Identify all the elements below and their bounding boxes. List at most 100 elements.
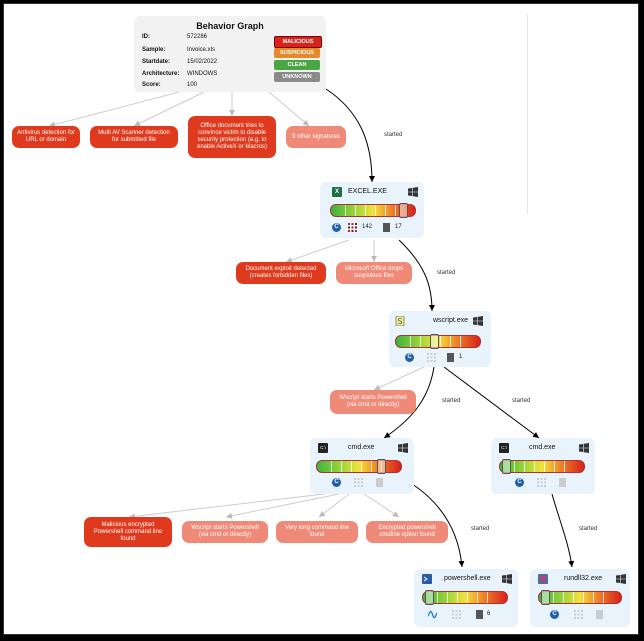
threat-gauge (395, 334, 481, 349)
registry-count: 142 (362, 224, 373, 230)
c-icon: C (332, 478, 341, 487)
file-icon (447, 353, 454, 362)
edge-excel-sig1 (285, 239, 350, 263)
c-icon: C (515, 478, 524, 487)
registry-grid-icon (348, 223, 357, 232)
edge-label: started (471, 526, 490, 532)
svg-text:S: S (397, 317, 402, 326)
file-icon (383, 223, 390, 232)
threat-gauge (538, 590, 622, 605)
process-name: cmd.exe (529, 444, 556, 451)
file-icon (376, 478, 383, 487)
process-name: cmd.exe (348, 444, 375, 451)
edge-cmd1-sig3 (318, 493, 350, 518)
signature-item[interactable]: Document exploit detected (creates forbi… (236, 262, 326, 284)
edge-wscript-cmd2 (443, 366, 540, 439)
divider-line (527, 14, 528, 214)
edge-label: started (384, 132, 403, 138)
dotnet-icon (428, 610, 437, 619)
gauge-thumb (541, 590, 550, 605)
powershell-icon (422, 574, 432, 584)
signature-item[interactable]: Encrypted powershell cmdline option foun… (366, 521, 448, 543)
windows-icon (502, 574, 512, 584)
file-count: 17 (395, 224, 402, 230)
signature-item[interactable]: Very long command line found (276, 521, 358, 543)
signature-item[interactable]: Wscript starts Powershell (via cmd or di… (330, 390, 416, 414)
edge-wscript-cmd1 (383, 366, 435, 439)
summary-row-id: ID:572286 (142, 34, 208, 40)
edge-summary-sig2 (133, 91, 205, 127)
file-count: 1 (459, 354, 463, 360)
summary-title: Behavior Graph (196, 21, 264, 31)
script-icon: S (395, 316, 405, 326)
process-name: EXCEL.EXE (348, 188, 387, 195)
threat-gauge (316, 459, 402, 474)
badge-malicious: MALICIOUS (274, 36, 322, 48)
edge-excel-wscript (398, 239, 435, 312)
edge-summary-excel (325, 88, 375, 183)
file-icon (596, 610, 603, 619)
process-name: powershell.exe (444, 575, 491, 582)
process-node-excel[interactable]: X EXCEL.EXE C 142 17 (320, 182, 424, 238)
file-icon (559, 478, 566, 487)
threat-gauge (330, 203, 416, 218)
signature-item[interactable]: Wscript starts Powershell (via cmd or di… (182, 521, 268, 543)
edge-cmd1-sig2 (225, 493, 340, 519)
rundll-icon (538, 574, 548, 584)
process-name: wscript.exe (433, 317, 469, 324)
edge-label: started (437, 270, 456, 276)
registry-grid-icon (354, 478, 363, 487)
process-node-wscript[interactable]: S wscript.exe C 1 (389, 311, 491, 367)
registry-grid-icon (574, 610, 583, 619)
process-node-powershell[interactable]: powershell.exe 6 (414, 569, 518, 627)
signature-item[interactable]: 9 other signatures (286, 126, 346, 148)
edge-cmd1-sig4 (363, 493, 400, 518)
edge-wscript-sig (373, 366, 425, 391)
process-node-cmd-1[interactable]: C:\ cmd.exe C (310, 438, 414, 494)
cmd-icon: C:\ (499, 443, 509, 453)
file-icon (476, 610, 483, 619)
registry-grid-icon (537, 478, 546, 487)
cmd-icon: C:\ (318, 443, 328, 453)
edge-label: started (579, 526, 598, 532)
edge-cmd1-powershell (408, 481, 465, 568)
windows-icon (616, 574, 626, 584)
gauge-thumb (430, 334, 439, 349)
summary-card: Behavior Graph ID:572286 Sample:Invoice.… (134, 16, 326, 92)
edge-summary-sig1 (48, 91, 180, 128)
process-node-rundll32[interactable]: rundll32.exe C (530, 569, 630, 627)
process-node-cmd-2[interactable]: C:\ cmd.exe C (491, 438, 595, 494)
badge-clean: CLEAN (274, 60, 320, 70)
registry-grid-icon (427, 353, 436, 362)
signature-item[interactable]: Malicious encrypted Powershell command l… (84, 517, 172, 547)
graph-edges (48, 88, 575, 568)
process-name: rundll32.exe (564, 575, 603, 582)
c-icon: C (405, 353, 414, 362)
summary-row-sample: Sample:Invoice.xls (142, 47, 216, 53)
edge-label: started (442, 398, 461, 404)
summary-row-architecture: Architecture:WINDOWS (142, 71, 218, 77)
edge-cmd1-sig1 (128, 493, 325, 520)
edge-summary-sig4 (268, 91, 310, 127)
signature-item[interactable]: Multi AV Scanner detection for submitted… (90, 126, 178, 148)
registry-grid-icon (452, 610, 461, 619)
threat-gauge (499, 459, 585, 474)
summary-row-score: Score:100 (142, 82, 198, 88)
gauge-thumb (502, 459, 511, 474)
windows-icon (408, 187, 418, 197)
summary-row-startdate: Startdate:15/02/2022 (142, 59, 218, 65)
windows-icon (398, 443, 408, 453)
c-icon: C (550, 610, 559, 619)
excel-icon: X (332, 187, 342, 197)
edge-label: started (512, 398, 531, 404)
behavior-graph-canvas: started started started started started … (3, 3, 639, 635)
windows-icon (579, 443, 589, 453)
signature-item[interactable]: Office document tries to convince victim… (188, 116, 276, 158)
edge-cmd2-rundll (551, 493, 575, 568)
signature-item[interactable]: Antivirus detection for URL or domain (12, 126, 80, 148)
threat-gauge (422, 590, 508, 605)
signature-item[interactable]: Microsoft Office drops suspicious files (336, 262, 412, 284)
windows-icon (473, 316, 483, 326)
badge-suspicious: SUSPICIOUS (274, 48, 320, 58)
c-icon: C (332, 223, 341, 232)
